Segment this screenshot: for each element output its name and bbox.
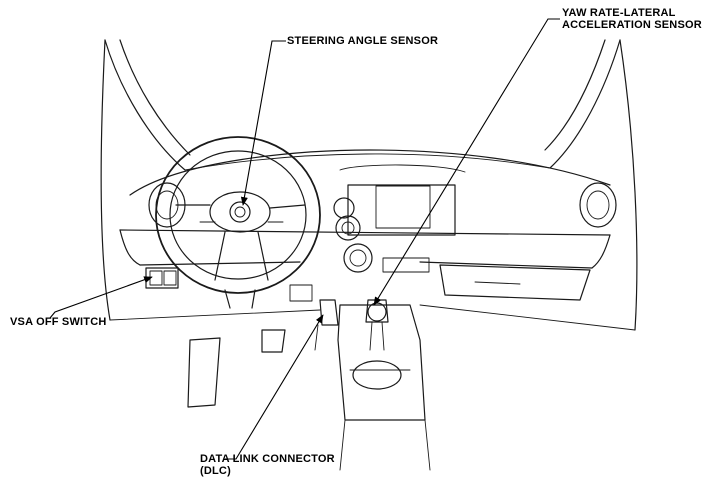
data-link-connector-label: DATA LINK CONNECTOR (DLC) <box>200 453 335 477</box>
vsa-switch-leader <box>49 276 153 319</box>
yaw-rate-sensor-label: YAW RATE-LATERAL ACCELERATION SENSOR <box>562 7 702 31</box>
pedals <box>187 329 286 408</box>
steering-angle-leader <box>240 40 286 206</box>
yaw-rate-leader <box>373 18 560 306</box>
leader-lines <box>49 18 560 460</box>
dashboard-body <box>109 149 636 331</box>
vsa-off-switch-label: VSA OFF SWITCH <box>10 316 107 328</box>
dlc-leader <box>225 314 324 460</box>
windshield-frame <box>100 39 638 331</box>
center-console <box>337 299 431 471</box>
steering-angle-sensor-label: STEERING ANGLE SENSOR <box>287 35 439 47</box>
steering-wheel <box>155 136 321 294</box>
